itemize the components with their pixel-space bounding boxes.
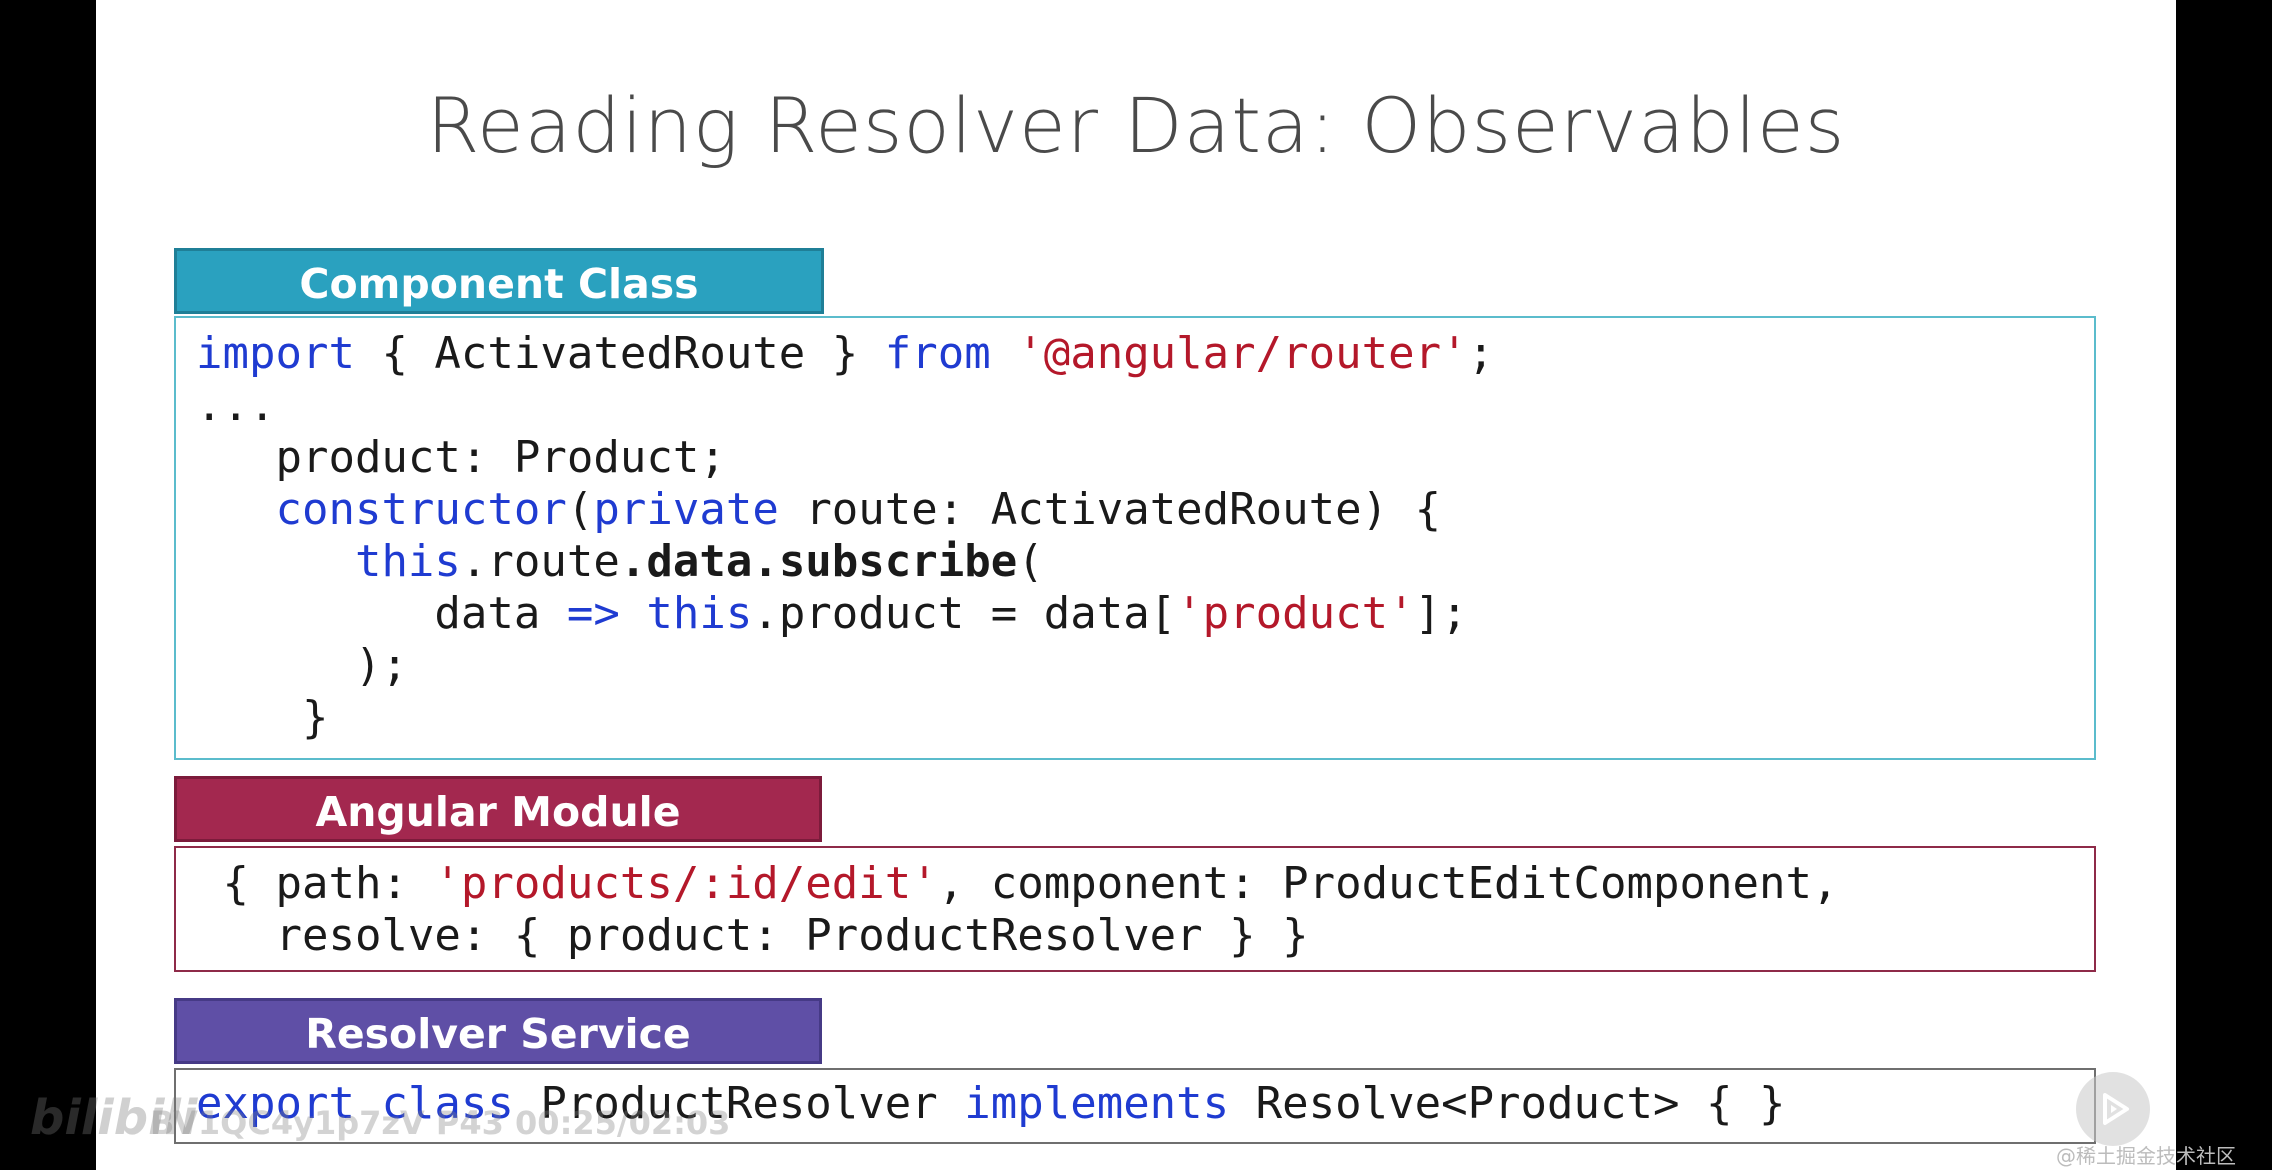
- bilibili-logo: bilibili: [30, 1090, 198, 1146]
- code-token: 'products/:id/edit': [434, 858, 938, 909]
- play-icon: [2103, 1093, 2129, 1125]
- code-token: '@angular/router': [1017, 328, 1468, 379]
- code-token: export: [196, 1078, 355, 1129]
- code-line: import { ActivatedRoute } from '@angular…: [196, 332, 1494, 376]
- code-token: }: [196, 692, 329, 743]
- code-token: route: ActivatedRoute) {: [778, 484, 1442, 535]
- code-token: class: [381, 1078, 514, 1129]
- angular-module-header: Angular Module: [174, 776, 822, 842]
- code-token: this: [646, 588, 753, 639]
- code-line: { path: 'products/:id/edit', component: …: [196, 862, 1838, 906]
- code-line: export class ProductResolver implements …: [196, 1082, 1785, 1126]
- component-class-header: Component Class: [174, 248, 824, 314]
- video-info: BV1QC4y1p7zV P43 00:25/02:03: [150, 1104, 731, 1142]
- watermark: @稀土掘金技术社区: [2056, 1144, 2236, 1168]
- code-line: constructor(private route: ActivatedRout…: [196, 488, 1441, 532]
- code-token: .route: [460, 536, 620, 587]
- code-token: 'product': [1176, 588, 1415, 639]
- code-token: this: [354, 536, 461, 587]
- code-line: }: [196, 696, 329, 740]
- code-line: );: [196, 644, 408, 688]
- code-token: ];: [1414, 588, 1468, 639]
- slide: Reading Resolver Data: Observables Compo…: [96, 0, 2176, 1170]
- slide-title: Reading Resolver Data: Observables: [426, 81, 1846, 170]
- angular-module-code: { path: 'products/:id/edit', component: …: [174, 846, 2096, 972]
- code-token: resolve: { product: ProductResolver } }: [196, 910, 1309, 961]
- code-token: (: [566, 484, 594, 535]
- code-token: .data.subscribe: [619, 536, 1018, 587]
- code-token: { path:: [196, 858, 435, 909]
- code-token: constructor: [275, 484, 567, 535]
- resolver-service-code: export class ProductResolver implements …: [174, 1068, 2096, 1144]
- code-token: Resolve<Product> { }: [1229, 1078, 1786, 1129]
- code-token: ProductResolver: [513, 1078, 965, 1129]
- component-class-code: import { ActivatedRoute } from '@angular…: [174, 316, 2096, 760]
- code-token: import: [196, 328, 355, 379]
- code-token: );: [196, 640, 408, 691]
- code-token: [620, 588, 647, 639]
- code-token: { ActivatedRoute }: [354, 328, 885, 379]
- code-token: .product = data[: [752, 588, 1177, 639]
- code-line: ...: [196, 384, 275, 428]
- resolver-service-header: Resolver Service: [174, 998, 822, 1064]
- code-token: [196, 484, 275, 535]
- code-token: =>: [566, 588, 620, 639]
- play-button[interactable]: [2076, 1072, 2150, 1146]
- code-token: data: [196, 588, 567, 639]
- code-token: , component: ProductEditComponent,: [937, 858, 1839, 909]
- code-line: resolve: { product: ProductResolver } }: [196, 914, 1308, 958]
- code-token: implements: [964, 1078, 1230, 1129]
- code-token: product: Product;: [196, 432, 726, 483]
- code-token: [196, 536, 355, 587]
- code-token: [991, 328, 1018, 379]
- code-token: ;: [1467, 328, 1495, 379]
- code-line: data => this.product = data['product'];: [196, 592, 1467, 636]
- code-line: this.route.data.subscribe(: [196, 540, 1044, 584]
- code-token: private: [593, 484, 779, 535]
- code-token: from: [884, 328, 991, 379]
- code-line: product: Product;: [196, 436, 725, 480]
- code-token: ...: [196, 380, 276, 431]
- code-token: (: [1017, 536, 1044, 587]
